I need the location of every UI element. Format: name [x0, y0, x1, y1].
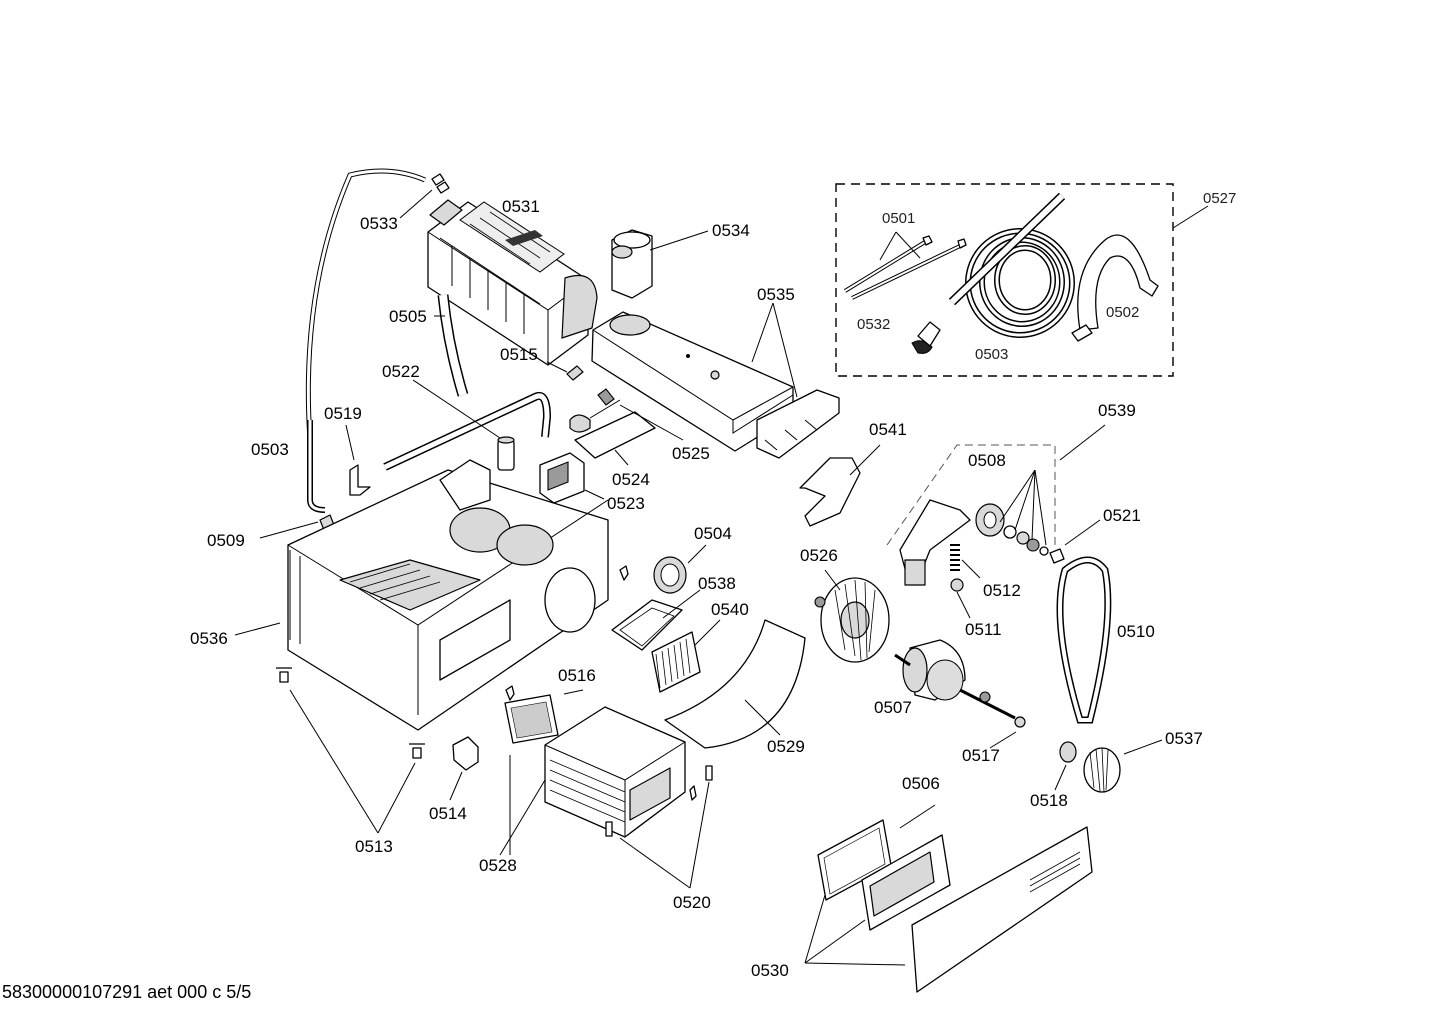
nut-0511 [950, 578, 964, 592]
bolt-0521 [1049, 548, 1065, 564]
kit-leader [1172, 205, 1209, 229]
label-0532: 0532 [857, 316, 891, 333]
front-fascia [911, 826, 1093, 993]
drain-hose [437, 294, 469, 397]
label-0540: 0540 [711, 600, 749, 619]
screw-0520-a [605, 821, 613, 837]
label-0528: 0528 [479, 856, 517, 875]
condenser-housing [427, 199, 598, 366]
label-0512: 0512 [983, 581, 1021, 600]
label-0501: 0501 [882, 210, 916, 227]
cable-ties [843, 231, 967, 300]
screw-0520-b [705, 765, 713, 781]
label-0508: 0508 [968, 451, 1006, 470]
bracket-0541 [756, 389, 840, 459]
document-footer: 58300000107291 aet 000 c 5/5 [2, 982, 252, 1002]
seal-strip-0529 [664, 619, 806, 749]
tensioner-bracket [899, 499, 1049, 586]
hose-bracket [1071, 234, 1159, 342]
pulley-0518 [1059, 741, 1077, 763]
label-0530: 0530 [751, 961, 789, 980]
label-0522: 0522 [382, 362, 420, 381]
label-0536: 0536 [190, 629, 228, 648]
pump-housing [591, 311, 794, 452]
label-0538: 0538 [698, 574, 736, 593]
screw-b [505, 685, 515, 701]
label-0531: 0531 [502, 197, 540, 216]
duct-0541 [799, 457, 861, 527]
label-0523: 0523 [607, 494, 645, 513]
label-0520: 0520 [673, 893, 711, 912]
label-0534: 0534 [712, 221, 750, 240]
door-panel-0506 [861, 834, 951, 931]
label-0525: 0525 [672, 444, 710, 463]
label-0505: 0505 [389, 307, 427, 326]
label-0513: 0513 [355, 837, 393, 856]
float [611, 229, 653, 299]
screw-a [619, 565, 629, 581]
screw-0513-b [409, 743, 425, 759]
base-frame [287, 459, 609, 731]
label-0504: 0504 [694, 524, 732, 543]
plate-0524 [574, 411, 656, 459]
label-0509: 0509 [207, 531, 245, 550]
label-0533: 0533 [360, 214, 398, 233]
label-0541: 0541 [869, 420, 907, 439]
filter-0540 [651, 631, 701, 693]
label-0524: 0524 [612, 470, 650, 489]
pulley-0537 [1083, 747, 1121, 793]
label-0515: 0515 [500, 345, 538, 364]
spring-0512 [950, 544, 960, 571]
label-0526: 0526 [800, 546, 838, 565]
clip-0514 [452, 736, 479, 771]
label-0521: 0521 [1103, 506, 1141, 525]
label-0507: 0507 [874, 698, 912, 717]
leader-0533 [399, 189, 433, 219]
relay-0523 [539, 452, 585, 504]
label-0535: 0535 [757, 285, 795, 304]
label-0506: 0506 [902, 774, 940, 793]
sensor-0525 [569, 388, 621, 433]
label-0502: 0502 [1106, 304, 1140, 321]
label-0539: 0539 [1098, 401, 1136, 420]
motor [894, 639, 1016, 720]
label-0519: 0519 [324, 404, 362, 423]
label-0503: 0503 [251, 440, 289, 459]
label-0527: 0527 [1203, 190, 1237, 207]
tube-0522 [383, 392, 552, 471]
drive-belt [1056, 556, 1112, 724]
hose-connectors [305, 168, 450, 513]
assembly-0539 [886, 444, 1056, 546]
bracket-0519 [349, 464, 371, 496]
label-0511: 0511 [965, 620, 1002, 639]
label-0510: 0510 [1117, 622, 1155, 641]
label-0529: 0529 [767, 737, 805, 756]
label-0517: 0517 [962, 746, 1000, 765]
label-0503-kit: 0503 [975, 346, 1009, 363]
grommet [911, 321, 941, 354]
filter-drawer [544, 706, 697, 838]
label-0516: 0516 [558, 666, 596, 685]
fan-wheel [814, 577, 890, 663]
nut-0517 [1014, 716, 1026, 728]
clip-0515 [566, 365, 584, 381]
label-0518: 0518 [1030, 791, 1068, 810]
coiled-hose [948, 192, 1075, 338]
label-0537: 0537 [1165, 729, 1203, 748]
screw-0513-a [276, 667, 292, 683]
label-0514: 0514 [429, 804, 467, 823]
kit-box [835, 183, 1174, 377]
